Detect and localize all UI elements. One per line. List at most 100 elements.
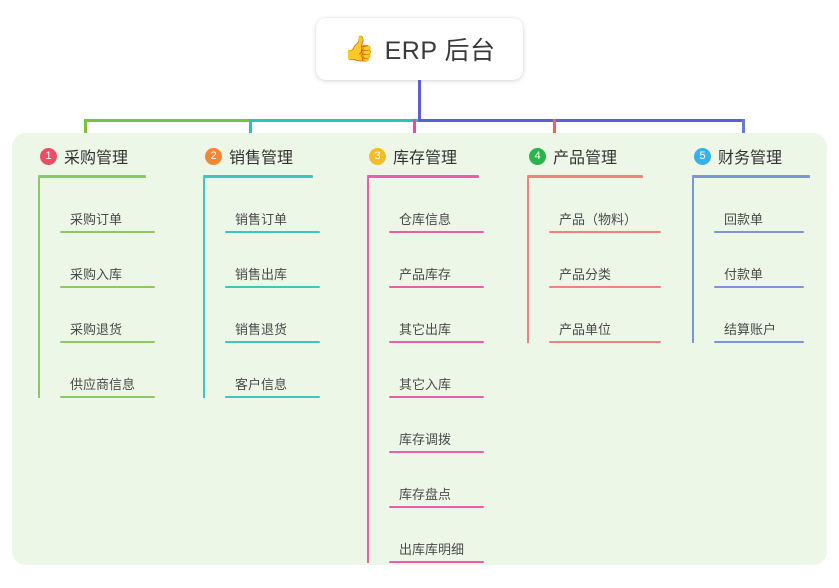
sub-item-rule [225, 341, 320, 343]
branch-title-5: 财务管理 [718, 150, 783, 167]
sub-item[interactable]: 出库库明细 [389, 508, 484, 563]
bus-segment-right [418, 119, 745, 122]
sub-item[interactable]: 销售出库 [225, 233, 320, 288]
sub-item-label: 采购退货 [70, 322, 123, 337]
sub-item[interactable]: 产品单位 [549, 288, 661, 343]
sub-item-label: 其它入库 [399, 377, 452, 392]
branch-header-rule-1 [38, 175, 146, 178]
branch-badge-3: 3 [369, 147, 386, 165]
branch-title-2: 销售管理 [229, 150, 294, 167]
branch-title-3: 库存管理 [393, 150, 458, 167]
branch-badge-5: 5 [694, 147, 711, 165]
sub-item[interactable]: 结算账户 [714, 288, 810, 343]
sub-item-rule [389, 341, 484, 343]
branch-header-rule-5 [692, 175, 810, 178]
branch-header-rule-3 [367, 175, 479, 178]
branch-badge-1: 1 [40, 147, 57, 165]
branch-title-1: 采购管理 [64, 150, 129, 167]
sub-item[interactable]: 仓库信息 [389, 178, 484, 233]
branch-column-4: 4 产品管理产品（物料） 产品分类产品单位 [527, 143, 661, 343]
sub-item-label: 库存盘点 [399, 487, 452, 502]
sub-list-spine-3 [367, 178, 369, 563]
sub-item[interactable]: 产品（物料） [549, 178, 661, 233]
sub-item-rule [714, 231, 804, 233]
sub-item-label: 其它出库 [399, 322, 452, 337]
branch-header-5[interactable]: 5 财务管理 [692, 143, 810, 169]
sub-item-rule [225, 286, 320, 288]
sub-item-label: 供应商信息 [70, 377, 136, 392]
sub-item[interactable]: 其它出库 [389, 288, 484, 343]
sub-item[interactable]: 回款单 [714, 178, 810, 233]
sub-item-rule [549, 341, 661, 343]
sub-item-label: 产品分类 [559, 267, 612, 282]
sub-item[interactable]: 其它入库 [389, 343, 484, 398]
sub-item-list-1: 采购订单采购入库采购退货供应商信息 [38, 178, 155, 398]
branch-header-4[interactable]: 4 产品管理 [527, 143, 643, 169]
branch-panel [12, 133, 827, 565]
sub-list-spine-5 [692, 178, 694, 343]
sub-item[interactable]: 客户信息 [225, 343, 320, 398]
thumbs-up-icon: 👍 [343, 34, 375, 63]
sub-item-list-2: 销售订单销售出库销售退货客户信息 [203, 178, 320, 398]
sub-item-rule [225, 396, 320, 398]
sub-item-label: 出库库明细 [399, 542, 465, 557]
sub-item-label: 仓库信息 [399, 212, 452, 227]
sub-item[interactable]: 采购入库 [60, 233, 155, 288]
sub-item[interactable]: 产品分类 [549, 233, 661, 288]
root-node-title: ERP 后台 [384, 37, 496, 65]
sub-item-rule [60, 396, 155, 398]
sub-item[interactable]: 库存调拨 [389, 398, 484, 453]
sub-item[interactable]: 采购订单 [60, 178, 155, 233]
sub-item-rule [389, 396, 484, 398]
bus-segment-mid [249, 119, 421, 122]
branch-header-2[interactable]: 2 销售管理 [203, 143, 313, 169]
sub-item[interactable]: 销售订单 [225, 178, 320, 233]
root-stem [418, 80, 421, 121]
sub-item-label: 产品单位 [559, 322, 612, 337]
sub-item-list-5: 回款单付款单结算账户 [692, 178, 810, 343]
sub-item-label: 采购入库 [70, 267, 123, 282]
sub-item[interactable]: 销售退货 [225, 288, 320, 343]
branch-column-1: 1 采购管理采购订单采购入库采购退货供应商信息 [38, 143, 155, 398]
sub-item-rule [389, 231, 484, 233]
sub-item-label: 客户信息 [235, 377, 288, 392]
branch-header-3[interactable]: 3 库存管理 [367, 143, 479, 169]
sub-item-label: 付款单 [724, 267, 764, 282]
branch-header-rule-4 [527, 175, 643, 178]
sub-item-label: 销售订单 [235, 212, 288, 227]
sub-item-rule [549, 231, 661, 233]
sub-item-rule [60, 341, 155, 343]
sub-item-rule [60, 231, 155, 233]
branch-header-1[interactable]: 1 采购管理 [38, 143, 146, 169]
sub-list-spine-1 [38, 178, 40, 398]
sub-item-rule [714, 286, 804, 288]
branch-header-rule-2 [203, 175, 313, 178]
sub-item-label: 结算账户 [724, 322, 777, 337]
sub-item[interactable]: 供应商信息 [60, 343, 155, 398]
sub-item-rule [389, 451, 484, 453]
sub-item[interactable]: 采购退货 [60, 288, 155, 343]
sub-item-list-3: 仓库信息产品库存其它出库其它入库库存调拨库存盘点出库库明细 [367, 178, 484, 563]
branch-column-5: 5 财务管理回款单付款单结算账户 [692, 143, 810, 343]
sub-list-spine-4 [527, 178, 529, 343]
sub-item[interactable]: 付款单 [714, 233, 810, 288]
sub-item[interactable]: 产品库存 [389, 233, 484, 288]
sub-list-spine-2 [203, 178, 205, 398]
sub-item-label: 销售出库 [235, 267, 288, 282]
sub-item-rule [389, 286, 484, 288]
sub-item-label: 库存调拨 [399, 432, 452, 447]
branch-badge-4: 4 [529, 147, 546, 165]
sub-item-label: 采购订单 [70, 212, 123, 227]
sub-item-label: 产品库存 [399, 267, 452, 282]
sub-item-rule [60, 286, 155, 288]
sub-item[interactable]: 库存盘点 [389, 453, 484, 508]
sub-item-rule [549, 286, 661, 288]
sub-item-rule [714, 341, 804, 343]
sub-item-label: 回款单 [724, 212, 764, 227]
branch-badge-2: 2 [205, 147, 222, 165]
sub-item-rule [225, 231, 320, 233]
branch-title-4: 产品管理 [553, 150, 618, 167]
sub-item-rule [389, 506, 484, 508]
root-node[interactable]: 👍 ERP 后台 [316, 18, 523, 80]
